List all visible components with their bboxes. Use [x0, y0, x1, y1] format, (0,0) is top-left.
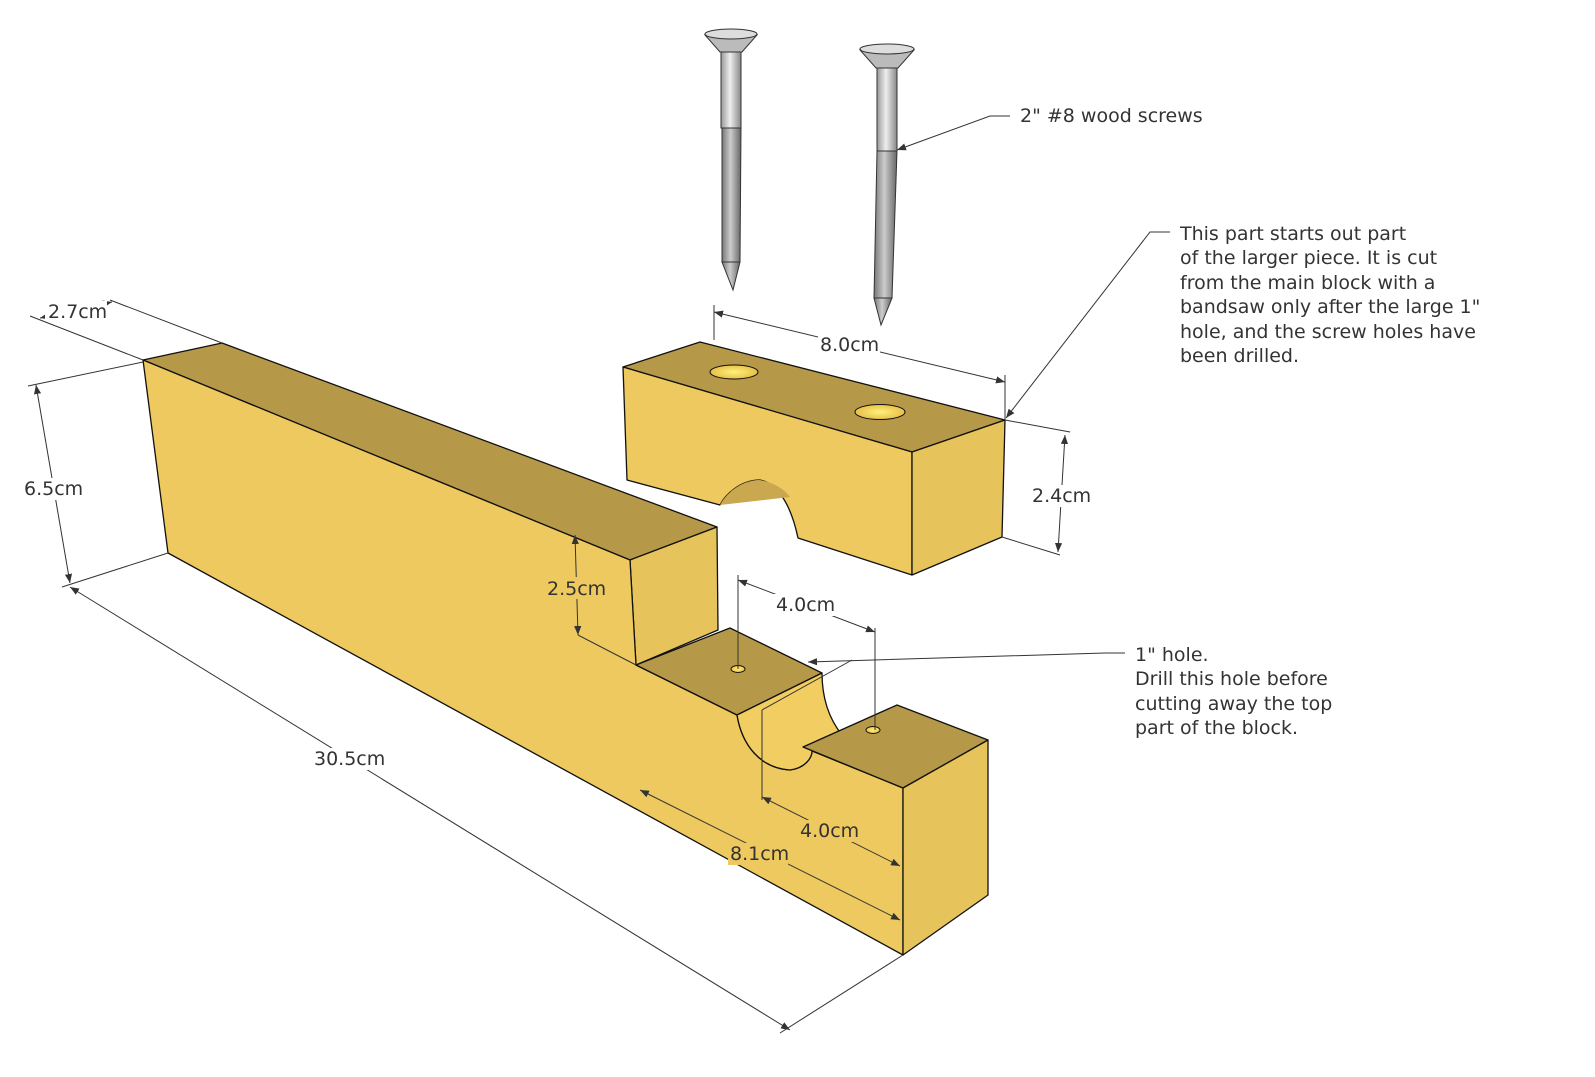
note-line: 1" hole. — [1135, 644, 1209, 666]
note-cap-part: This part starts out part of the larger … — [1179, 223, 1480, 367]
screw-left — [703, 28, 759, 292]
dim-width-main: 2.7cm — [48, 301, 107, 323]
note-line: of the larger piece. It is cut — [1180, 247, 1437, 269]
dim-notch-depth: 2.5cm — [547, 578, 606, 600]
dim-height-main: 6.5cm — [24, 478, 83, 500]
dim-cap-height: 2.4cm — [1032, 485, 1091, 507]
note-line: part of the block. — [1135, 717, 1298, 739]
note-line: bandsaw only after the large 1" — [1180, 296, 1480, 318]
note-line: This part starts out part — [1179, 223, 1406, 245]
note-screws: 2" #8 wood screws — [1020, 105, 1203, 127]
dim-length-main: 30.5cm — [314, 748, 385, 770]
dim-notch-length: 8.1cm — [730, 843, 789, 865]
screw-right — [858, 43, 916, 327]
pilot-hole-right — [865, 726, 881, 734]
dim-hole-spacing-top: 4.0cm — [776, 594, 835, 616]
screw-hole-right — [854, 404, 906, 420]
note-line: been drilled. — [1180, 345, 1299, 367]
note-line: cutting away the top — [1135, 693, 1332, 715]
dim-cap-length: 8.0cm — [820, 334, 879, 356]
main-block-end-face — [902, 739, 989, 956]
dim-hole-spacing-bottom: 4.0cm — [800, 820, 859, 842]
note-line: Drill this hole before — [1135, 668, 1328, 690]
note-line: hole, and the screw holes have — [1180, 321, 1476, 343]
note-hole: 1" hole. Drill this hole before cutting … — [1135, 644, 1332, 739]
screw-hole-left — [709, 364, 759, 380]
cap-arch-inner — [720, 480, 790, 505]
note-line: from the main block with a — [1180, 272, 1435, 294]
